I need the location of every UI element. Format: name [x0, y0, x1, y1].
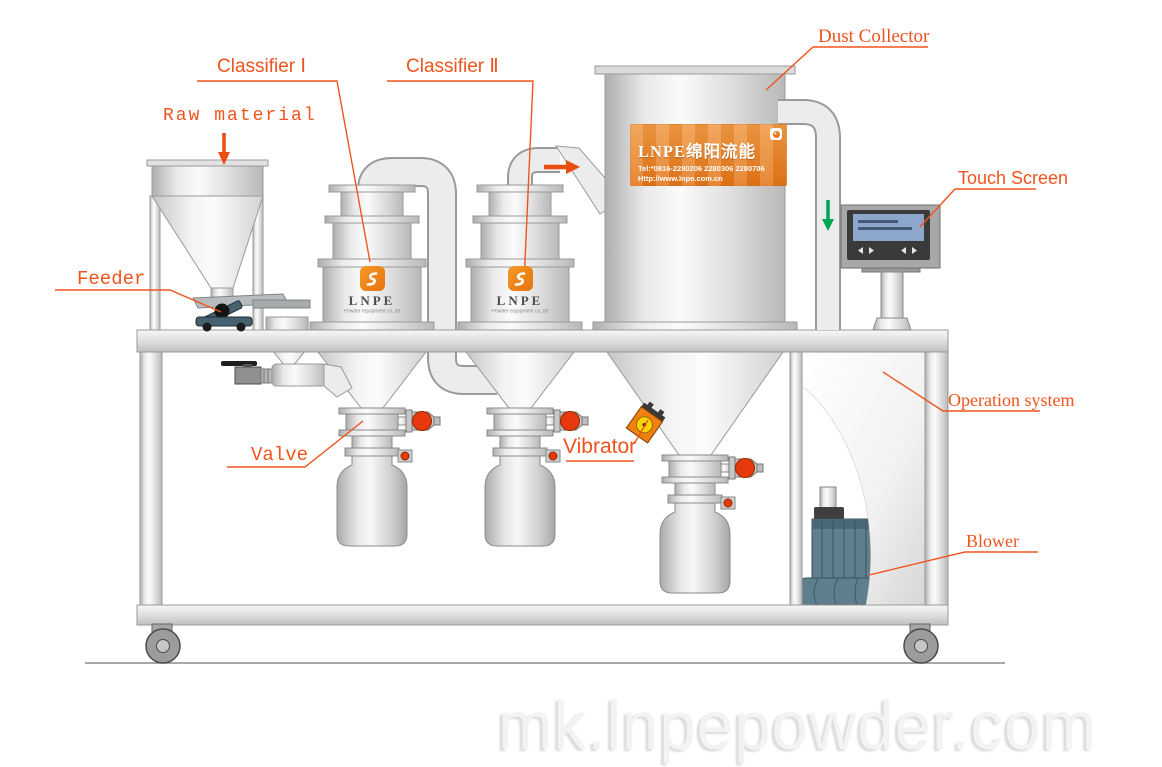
orange-flow-arrow [544, 160, 580, 174]
label-blower: Blower [966, 531, 1019, 551]
ball-valve [221, 361, 274, 385]
frame-bottom-beam [136, 604, 949, 626]
badge-name: LNPE [496, 293, 544, 308]
discharge-valve-classifier2 [484, 407, 589, 547]
brand-logo-icon [770, 128, 782, 140]
dust-collector-body [592, 65, 798, 331]
classifier1-badge: LNPE Powder equipment co.,ltd [323, 266, 421, 316]
raw-material-arrow [218, 133, 230, 165]
discharge-valve-dust-collector [659, 454, 764, 594]
label-raw-material: Raw material [163, 106, 317, 126]
classifier2-badge: LNPE Powder equipment co.,ltd [471, 266, 569, 316]
leader-touch-screen [919, 188, 1036, 228]
leader-classifier2 [387, 80, 534, 285]
touch-screen-pedestal [880, 271, 904, 319]
machine-frame [136, 329, 949, 664]
leader-operation-system [882, 371, 1040, 412]
touch-screen-buttons [858, 247, 917, 254]
watermark-text: mk.lnpepowder.com [498, 687, 1098, 764]
feeder-machine [195, 300, 253, 332]
leader-vibrator [633, 419, 649, 445]
frame-right-leg [924, 351, 949, 606]
callout-lines [55, 46, 1040, 576]
touch-screen-device [840, 204, 941, 331]
label-touch-screen: Touch Screen [958, 168, 1069, 188]
label-vibrator: Vibrator [563, 435, 637, 458]
green-flow-arrow [822, 200, 834, 231]
frame-table-top [136, 329, 949, 353]
badge-name: LNPE [348, 293, 396, 308]
injector-pipe [271, 363, 353, 398]
label-dust-collector: Dust Collector [818, 26, 930, 47]
feeder-tray-extension [252, 299, 311, 309]
frame-divider-leg [789, 351, 803, 606]
caster-right [903, 623, 939, 664]
caster-left [145, 623, 181, 664]
leader-valve [227, 420, 364, 468]
label-operation-system: Operation system [948, 390, 1075, 410]
dust-collector-lid [594, 65, 796, 75]
vibrator-device [625, 401, 666, 444]
label-classifier2: Classifier Ⅱ [406, 56, 499, 77]
label-valve: Valve [251, 444, 309, 466]
leader-feeder [55, 289, 222, 313]
frame-left-leg [139, 351, 163, 606]
leader-blower [868, 551, 1038, 576]
label-classifier1: Classifier Ⅰ [217, 56, 307, 77]
raw-material-hopper [146, 159, 269, 300]
banner-brand-text: LNPE绵阳流能 [638, 142, 757, 161]
pipe-classifier1-to-classifier2 [357, 157, 497, 395]
spare-container [265, 316, 309, 331]
brand-banner: LNPE绵阳流能 Tel:*0816-2280206 2280306 22807… [630, 124, 787, 186]
banner-stripes [630, 124, 787, 186]
badge-subtitle: Powder equipment co.,ltd [343, 309, 401, 315]
leader-classifier1 [197, 80, 371, 263]
banner-url-text: Http://www.lnpe.com.cn [638, 174, 723, 183]
lnpe-logo-icon [507, 266, 533, 291]
lnpe-logo-icon [359, 266, 385, 291]
leader-dust-collector [765, 46, 928, 91]
badge-subtitle: Powder equipment co.,ltd [491, 309, 549, 315]
label-feeder: Feeder [77, 268, 146, 290]
outlet-pipe [778, 99, 841, 330]
banner-tel-text: Tel:*0816-2280206 2280306 2280706 [638, 164, 765, 173]
